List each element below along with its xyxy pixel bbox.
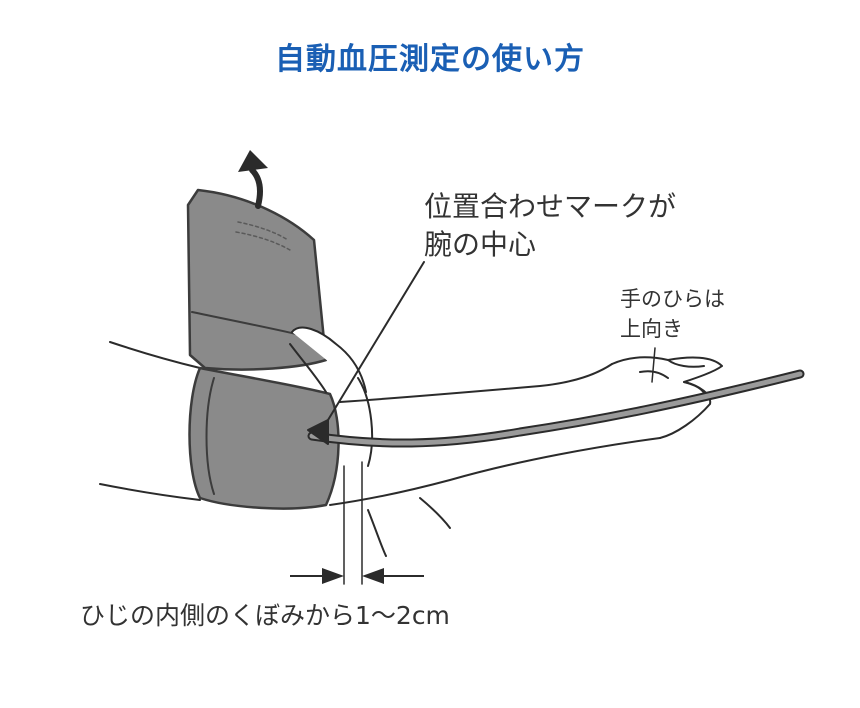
cuff-band-edge bbox=[205, 377, 215, 495]
palm-callout-line2: 上向き bbox=[620, 317, 683, 341]
alignment-mark bbox=[307, 419, 329, 445]
upper-arm-outline bbox=[109, 341, 201, 369]
air-tube-inner bbox=[309, 371, 803, 446]
cuff-flap-crease bbox=[191, 311, 297, 335]
palm-callout: 手のひらは 上向き bbox=[620, 284, 725, 344]
mark-leader-line bbox=[327, 261, 425, 421]
forearm-lower-outline bbox=[329, 437, 661, 506]
cuff-velcro-stitch bbox=[235, 221, 291, 251]
hand-palm bbox=[611, 356, 723, 439]
alignment-mark-callout-line1: 位置合わせマークが bbox=[424, 190, 677, 223]
cuff-band bbox=[188, 366, 340, 510]
elbow-crease bbox=[357, 377, 387, 557]
elbow-distance-callout: ひじの内側のくぼみから1〜2cm bbox=[80, 601, 450, 630]
cuff-flap bbox=[186, 188, 328, 371]
palm-leader-line bbox=[651, 347, 656, 383]
upper-arm-lower-outline bbox=[99, 483, 201, 501]
page-title: 自動血圧測定の使い方 bbox=[275, 42, 585, 77]
alignment-mark-callout-line2: 腕の中心 bbox=[424, 228, 537, 261]
alignment-mark-callout: 位置合わせマークが 腕の中心 bbox=[424, 188, 676, 264]
palm-callout-line1: 手のひらは bbox=[620, 287, 725, 311]
hand-thumb bbox=[289, 326, 367, 393]
curved-up-arrow-icon bbox=[238, 150, 268, 209]
elbow-bend bbox=[419, 497, 451, 529]
inward-arrows-icon bbox=[290, 568, 424, 584]
forearm-upper-outline bbox=[339, 363, 613, 403]
